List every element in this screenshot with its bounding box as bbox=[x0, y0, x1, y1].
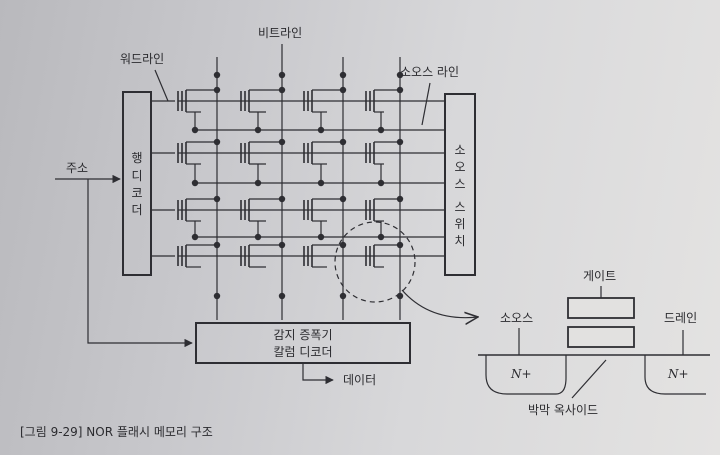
junction-dot bbox=[213, 292, 221, 300]
junction-dot bbox=[213, 195, 221, 203]
thin-oxide-label: 박막 옥사이드 bbox=[528, 403, 598, 417]
word-line-label: 워드라인 bbox=[120, 52, 164, 66]
address-input: 주소 bbox=[55, 161, 193, 348]
floating-gate bbox=[567, 326, 635, 348]
source-line-label: 소오스 라인 bbox=[400, 65, 459, 79]
junction-dot bbox=[339, 195, 347, 203]
junction-dot bbox=[278, 292, 286, 300]
bit-line-label: 비트라인 bbox=[258, 26, 302, 40]
source-switch-char: 위 bbox=[454, 217, 465, 231]
junction-dot bbox=[213, 241, 221, 249]
junction-dot bbox=[278, 195, 286, 203]
junction-dot bbox=[278, 71, 286, 79]
junction-dot bbox=[213, 86, 221, 94]
memory-cell-array bbox=[151, 57, 445, 320]
figure-caption: [그림 9-29] NOR 플래시 메모리 구조 bbox=[20, 425, 213, 439]
sense-amp-label: 감지 증폭기 bbox=[273, 328, 332, 342]
n-plus-drain: N+ bbox=[667, 367, 689, 381]
data-label: 데이터 bbox=[343, 373, 376, 387]
drain-label: 드레인 bbox=[664, 311, 697, 325]
junction-dot bbox=[339, 138, 347, 146]
junction-dot bbox=[396, 86, 404, 94]
junction-dot bbox=[213, 138, 221, 146]
source-switch-char: 오 bbox=[454, 160, 465, 174]
n-plus-source: N+ bbox=[510, 367, 532, 381]
column-decoder-label: 칼럼 디코더 bbox=[273, 345, 332, 359]
control-gate bbox=[567, 297, 635, 319]
junction-dot bbox=[278, 138, 286, 146]
source-switch-char: 소 bbox=[454, 143, 465, 157]
junction-dot bbox=[278, 86, 286, 94]
source-label: 소오스 bbox=[500, 311, 533, 325]
zoom-arrow bbox=[401, 289, 478, 318]
sense-amp-column-decoder: 감지 증폭기 칼럼 디코더 bbox=[195, 322, 411, 364]
junction-dot bbox=[396, 195, 404, 203]
row-decoder-char: 코 bbox=[131, 186, 142, 200]
source-switch: 소 오 스 스 위 치 bbox=[444, 93, 476, 276]
junction-dot bbox=[339, 292, 347, 300]
source-switch-char: 치 bbox=[454, 234, 465, 248]
address-label: 주소 bbox=[66, 161, 88, 175]
row-decoder-char: 행 bbox=[131, 150, 142, 165]
data-output: 데이터 bbox=[302, 363, 376, 387]
row-decoder-char: 더 bbox=[131, 203, 142, 217]
junction-dot bbox=[339, 241, 347, 249]
cell-cross-section: N+ N+ 게이트 소오스 드레인 박막 옥사이드 bbox=[478, 269, 710, 417]
junction-dot bbox=[213, 71, 221, 79]
junction-dot bbox=[396, 71, 404, 79]
junction-dot bbox=[396, 241, 404, 249]
junction-dot bbox=[396, 138, 404, 146]
row-decoder-char: 디 bbox=[131, 169, 142, 183]
source-switch-char: 스 bbox=[454, 200, 465, 214]
source-switch-char: 스 bbox=[454, 177, 465, 191]
gate-label: 게이트 bbox=[583, 269, 616, 283]
junction-dot bbox=[278, 241, 286, 249]
zoom-circle bbox=[334, 221, 416, 303]
row-decoder: 행 디 코 더 bbox=[122, 91, 152, 276]
junction-dot bbox=[339, 86, 347, 94]
junction-dot bbox=[339, 71, 347, 79]
